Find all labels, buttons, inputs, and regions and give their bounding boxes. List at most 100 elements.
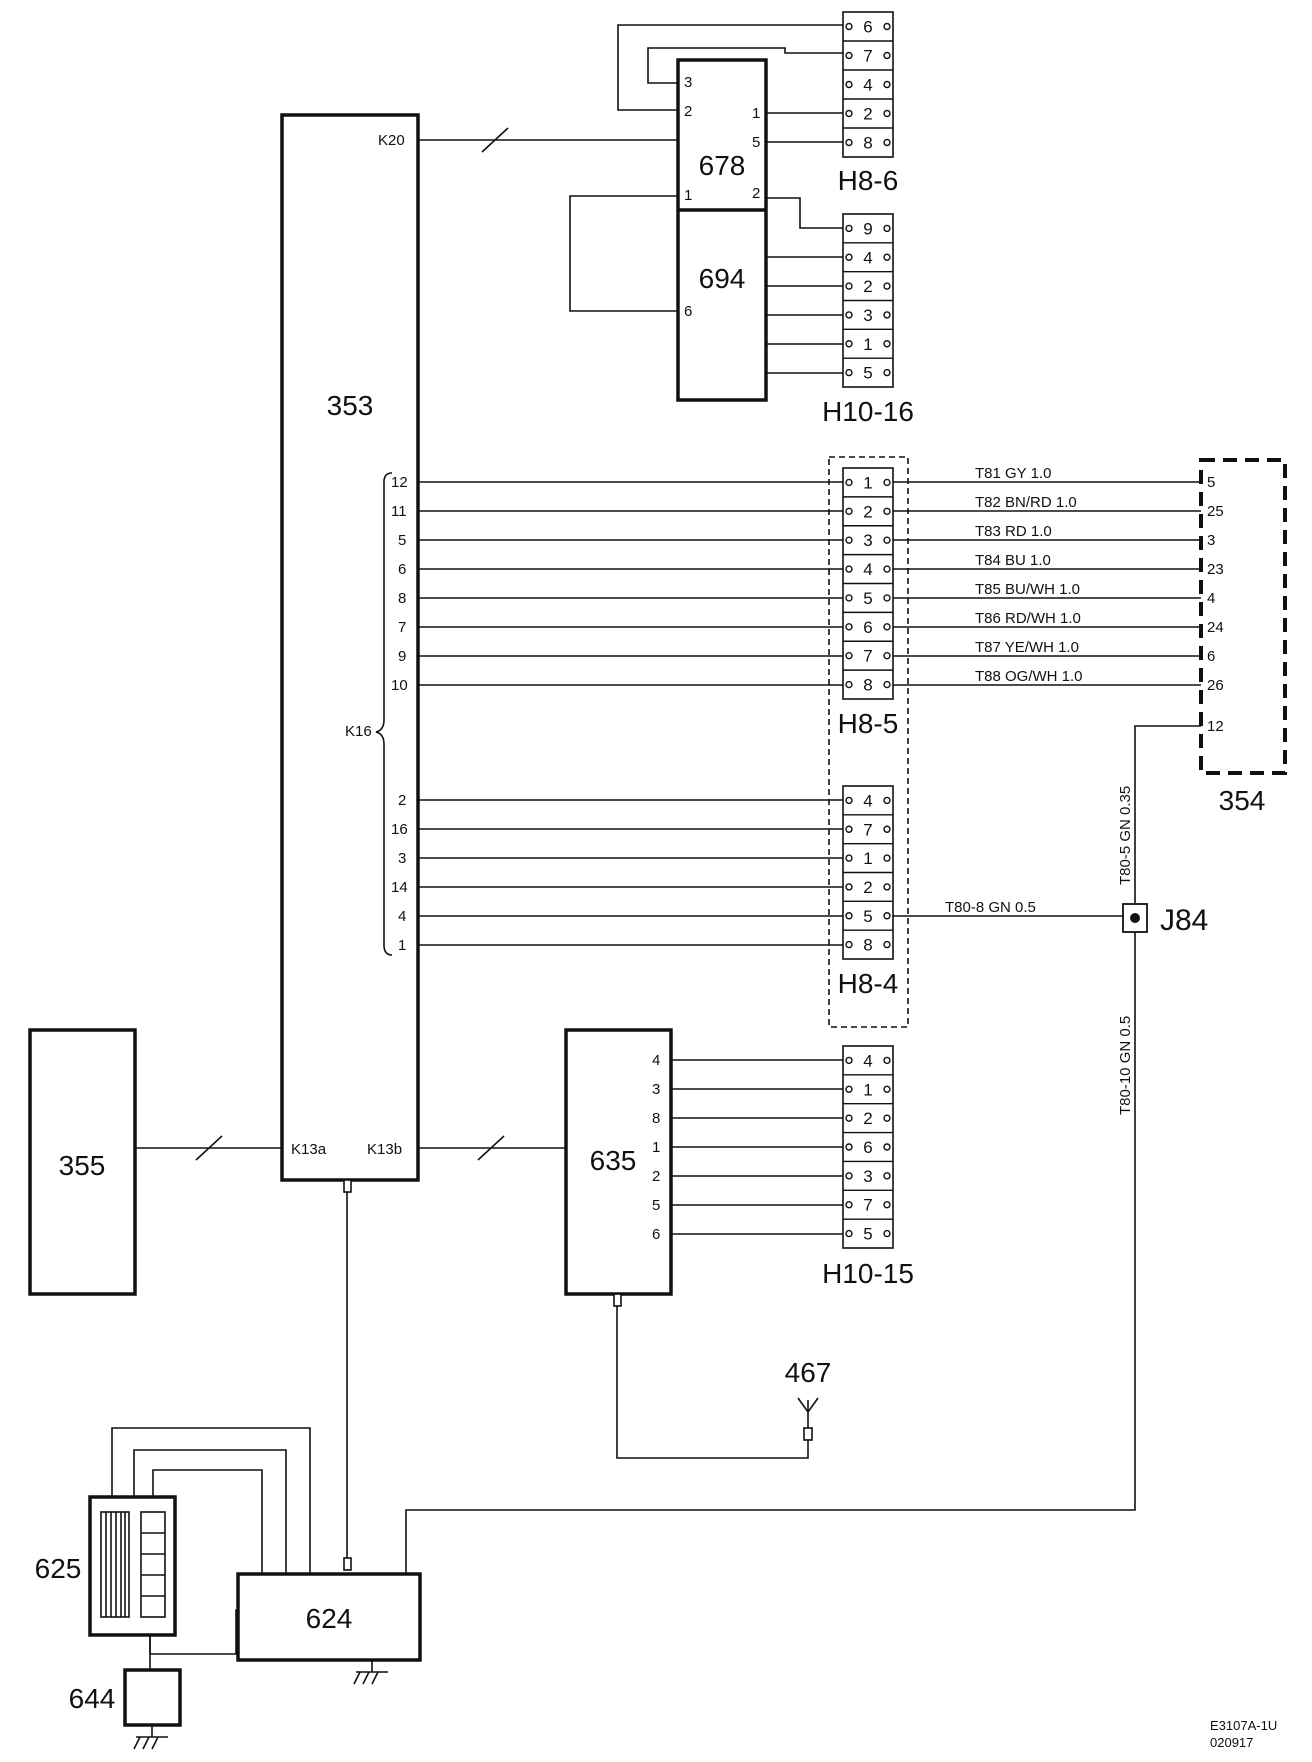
pin-contact	[883, 854, 891, 862]
pin-contact	[883, 1172, 891, 1180]
m354-pin: 6	[1207, 648, 1215, 665]
pin-contact	[845, 311, 853, 319]
pin-contact	[883, 912, 891, 920]
pin-contact	[883, 80, 891, 89]
k16-pin: 14	[391, 879, 408, 896]
pin-contact	[883, 594, 891, 602]
pin-contact	[883, 536, 891, 544]
m354-pin: 26	[1207, 677, 1224, 694]
wire-label: T84 BU 1.0	[975, 552, 1051, 569]
connector-pin-number: 8	[863, 676, 872, 695]
k16-brace	[375, 472, 393, 956]
pin-contact	[883, 883, 891, 891]
k16-lower-pins: 2 16 3 14 4 1	[391, 792, 408, 954]
module-624	[236, 1572, 422, 1662]
pin-contact	[845, 109, 853, 118]
pin-contact	[883, 1085, 891, 1093]
module-467-label: 467	[785, 1357, 832, 1388]
m678-pin: 1	[684, 187, 692, 204]
module-625	[88, 1495, 177, 1637]
m635-pin: 1	[652, 1139, 660, 1156]
j84-dot	[1130, 913, 1140, 923]
pin-contact	[845, 1229, 853, 1238]
module-635-label: 635	[590, 1145, 637, 1176]
coax-plug	[613, 1293, 622, 1307]
pin-contact	[845, 623, 853, 631]
pin-contact	[845, 651, 853, 660]
connector-pin-number: 2	[863, 277, 872, 296]
pin-contact	[845, 825, 853, 833]
pin-contact	[845, 854, 853, 862]
h8-dashed-enclosure	[828, 456, 909, 1028]
m354-pin: 24	[1207, 619, 1224, 636]
connector-pin-number: 5	[863, 1225, 872, 1244]
pin-contact	[845, 680, 853, 689]
pin-contact	[883, 22, 891, 31]
k16-pin: 16	[391, 821, 408, 838]
pin-contact	[845, 1085, 853, 1093]
drawing-date: 020917	[1210, 1735, 1253, 1750]
k13b-label: K13b	[367, 1141, 402, 1158]
connector-pin-number: 1	[863, 849, 872, 868]
module-355	[28, 1028, 137, 1296]
k16-pin: 9	[398, 648, 406, 665]
module-624-label: 624	[306, 1603, 353, 1634]
pin-contact	[845, 536, 853, 544]
wire-label: T83 RD 1.0	[975, 523, 1052, 540]
m694-pin: 6	[684, 303, 692, 320]
k16-upper-wires	[418, 481, 843, 686]
625-624-wires	[111, 1427, 311, 1655]
m354-pin: 23	[1207, 561, 1224, 578]
pin-contact	[845, 282, 853, 290]
m635-wires	[671, 1059, 843, 1235]
connector-pin-number: 5	[863, 364, 872, 383]
pin-contact	[883, 253, 891, 261]
k16-pin: 10	[391, 677, 408, 694]
connector-pin-number: 7	[863, 47, 872, 66]
h8-5-label: H8-5	[838, 708, 899, 739]
drawing-code: E3107A-1U	[1210, 1718, 1277, 1733]
wire-label: T81 GY 1.0	[975, 465, 1051, 482]
bus-slash	[195, 1135, 223, 1161]
connector-pin-number: 1	[863, 335, 872, 354]
pin-contact	[883, 940, 891, 949]
connector-pin-number: 2	[863, 1109, 872, 1128]
t81-t88-labels: T81 GY 1.0 T82 BN/RD 1.0 T83 RD 1.0 T84 …	[975, 465, 1083, 685]
m635-pin: 8	[652, 1110, 660, 1127]
pin-contact	[883, 282, 891, 290]
pin-contact	[845, 138, 853, 147]
connector-pin-number: 2	[863, 878, 872, 897]
connector-pin-number: 6	[863, 18, 872, 37]
connector-pin-number: 5	[863, 907, 872, 926]
connector-pin-number: 7	[863, 647, 872, 666]
k16-pin: 11	[391, 503, 407, 520]
pin-contact	[845, 796, 853, 805]
pin-contact	[845, 883, 853, 891]
k16-pin: 4	[398, 908, 406, 925]
connector-pin-number: 1	[863, 473, 872, 492]
pin-contact	[883, 796, 891, 805]
pin-contact	[845, 80, 853, 89]
pin-contact	[883, 138, 891, 147]
m678-wires	[569, 24, 843, 374]
pin-contact	[845, 224, 853, 233]
connector-pin-number: 4	[863, 248, 872, 267]
pin-contact	[845, 565, 853, 573]
pin-contact	[845, 253, 853, 261]
ground-icon	[133, 1725, 168, 1750]
module-694-label: 694	[699, 263, 746, 294]
coax-plug	[343, 1179, 352, 1193]
bus-slash	[477, 1135, 505, 1161]
pin-contact	[845, 940, 853, 949]
k20-label: K20	[378, 132, 405, 149]
wire-label: T87 YE/WH 1.0	[975, 639, 1079, 656]
connector-pin-number: 4	[863, 76, 872, 95]
k16-label: K16	[345, 723, 372, 740]
pin-contact	[845, 340, 853, 348]
m635-pins: 4 3 8 1 2 5 6	[652, 1052, 660, 1243]
m354-pins: 5 25 3 23 4 24 6 26 12	[1207, 474, 1224, 735]
module-353-label: 353	[327, 390, 374, 421]
m635-pin: 3	[652, 1081, 660, 1098]
